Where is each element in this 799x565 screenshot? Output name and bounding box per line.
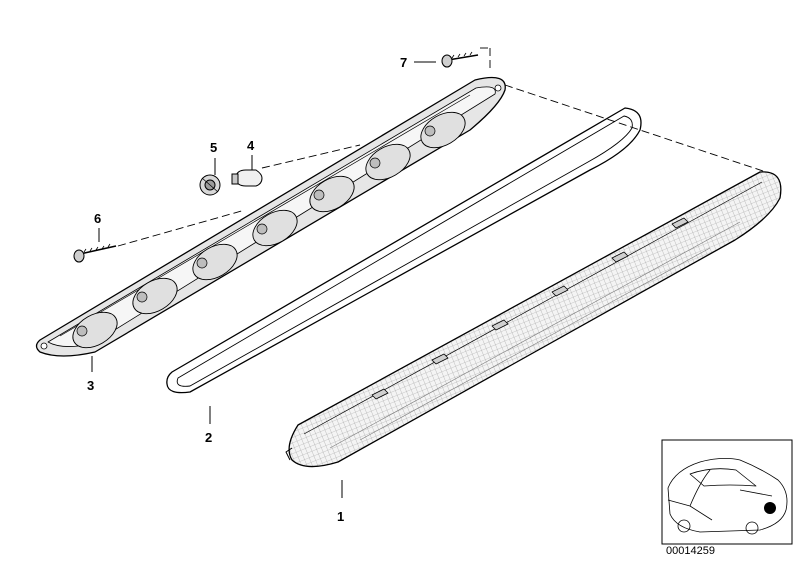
housing-cells	[72, 111, 466, 349]
bulb	[231, 169, 263, 187]
lens-tabs	[371, 217, 689, 400]
screw-6	[73, 243, 117, 263]
callout-4: 4	[247, 138, 255, 153]
callout-7: 7	[400, 55, 408, 70]
bulb-socket	[199, 174, 221, 196]
alignment-lines	[117, 47, 776, 247]
leader-lines	[91, 61, 436, 498]
lens-cover	[285, 171, 782, 468]
car-location-icon	[661, 439, 793, 545]
gasket	[166, 107, 642, 394]
diagram-code: 00014259	[666, 545, 715, 557]
callout-6: 6	[94, 211, 102, 226]
callout-1: 1	[337, 509, 345, 524]
lamp-housing	[35, 76, 506, 357]
screw-7	[441, 51, 479, 68]
callout-2: 2	[205, 430, 213, 445]
callout-5: 5	[210, 140, 218, 155]
callout-3: 3	[87, 378, 95, 393]
